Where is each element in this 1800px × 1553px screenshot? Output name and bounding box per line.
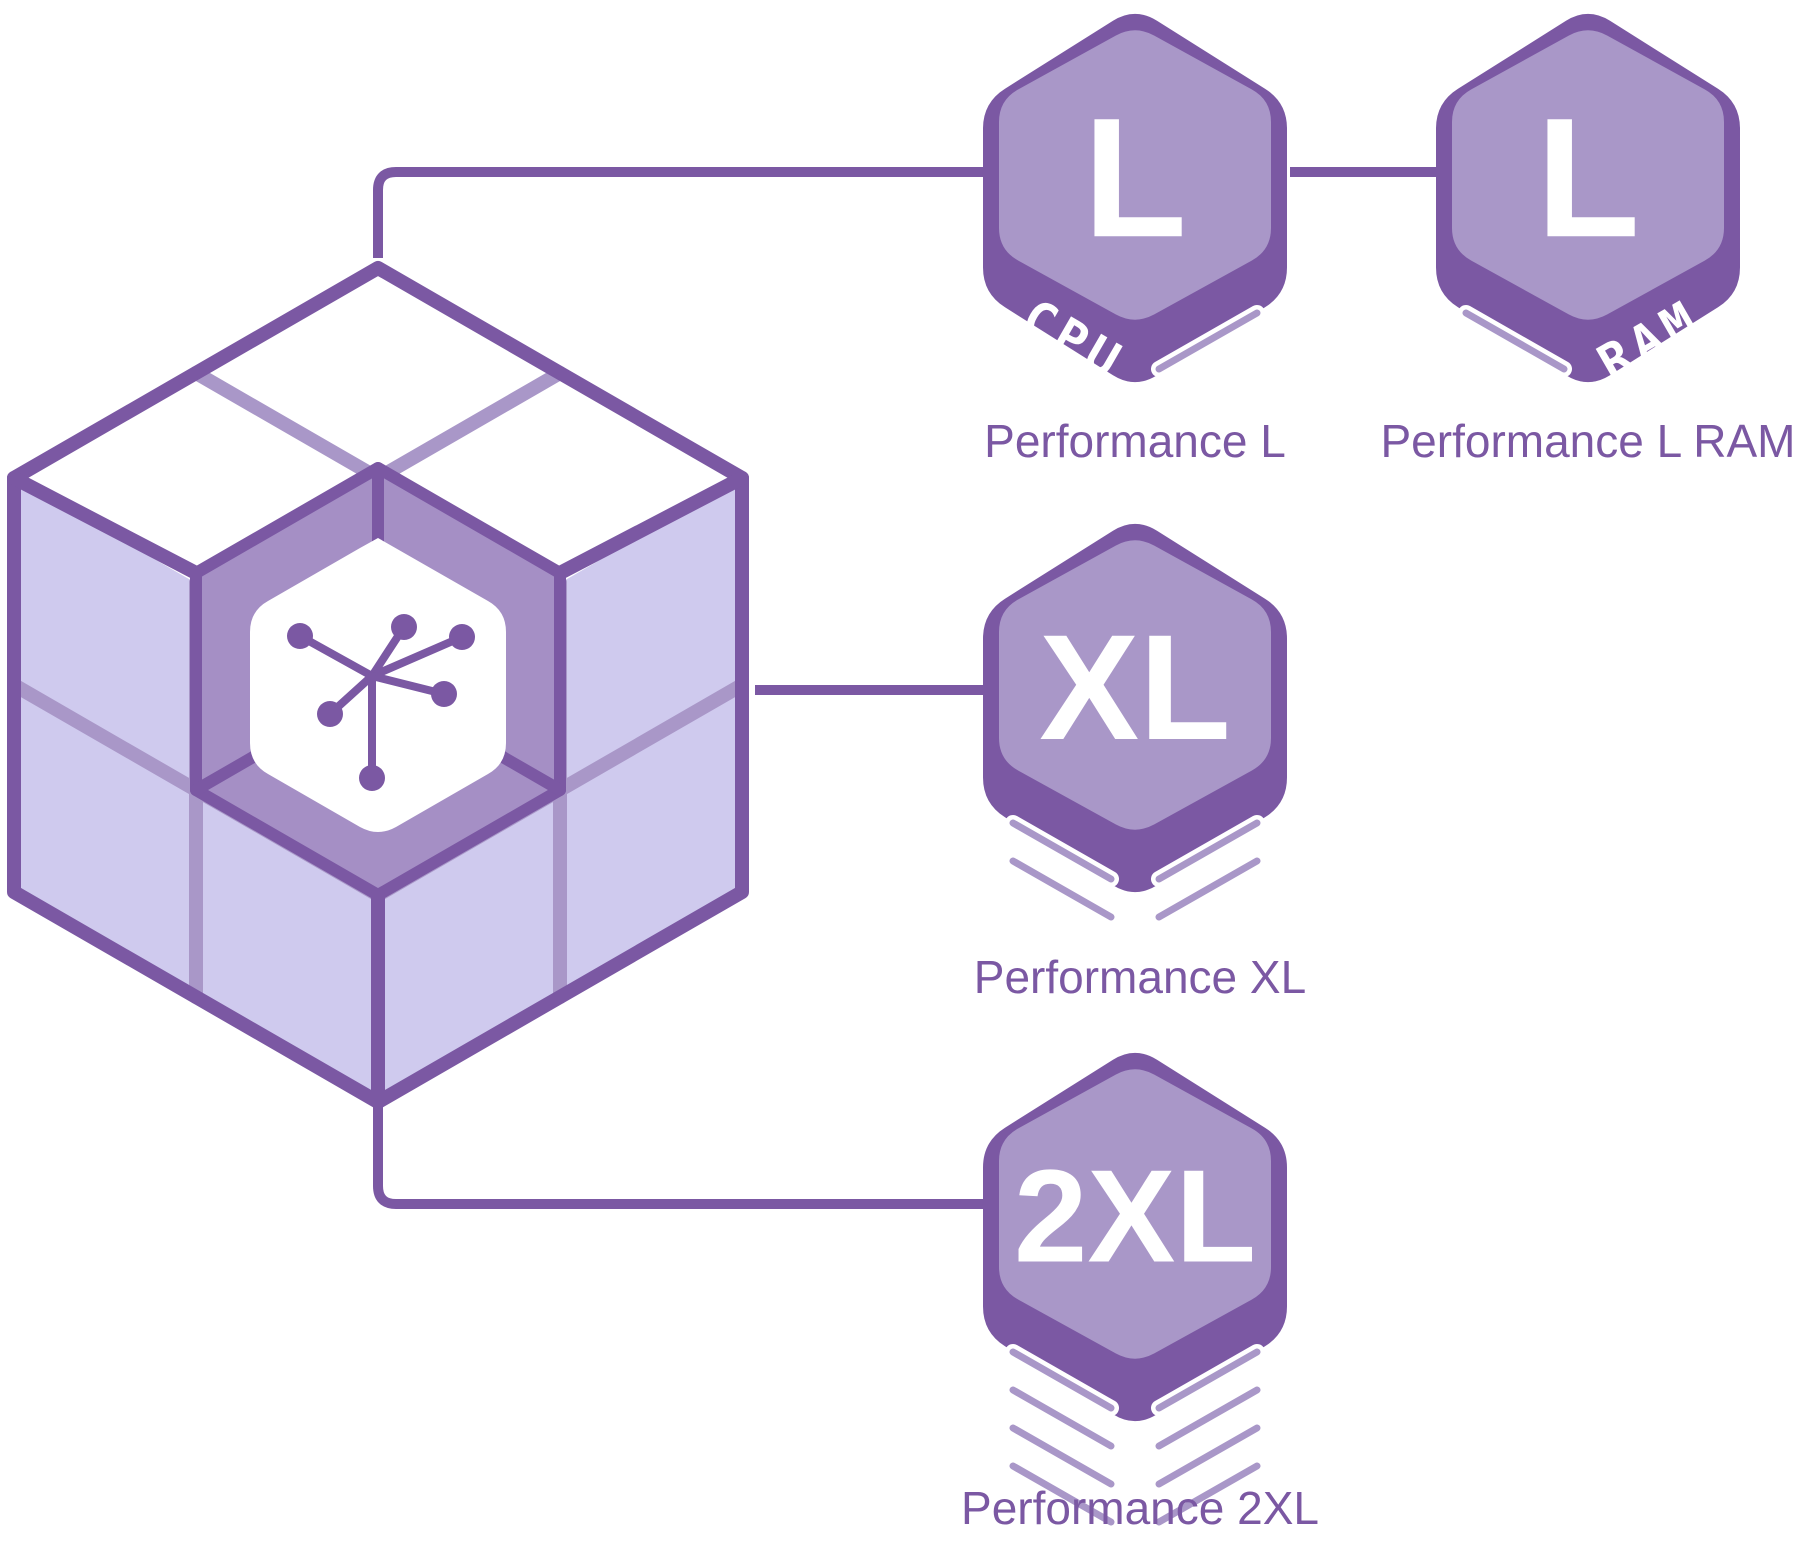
badge-caption: Performance 2XL: [961, 1482, 1319, 1534]
badge-caption: Performance XL: [974, 951, 1306, 1003]
badge-size-label: L: [1083, 83, 1187, 273]
badge-face: [999, 1069, 1271, 1359]
badge-size-label: L: [1536, 83, 1640, 273]
badge-perf-xl: XL Performance XL: [974, 523, 1306, 1003]
badge-size-label: XL: [1039, 603, 1231, 771]
badge-face: [999, 30, 1271, 320]
network-nodes-icon: [250, 538, 506, 832]
connector-to-perf-2xl: [373, 1102, 985, 1209]
cube-hub: [7, 261, 749, 1109]
badge-perf-2xl: 2XL Performance 2XL: [961, 1052, 1319, 1534]
badge-face: [1452, 30, 1724, 320]
connector-to-perf-l: [373, 167, 985, 258]
badge-caption: Performance L: [984, 415, 1286, 467]
badge-face: [999, 540, 1271, 830]
badge-size-label: 2XL: [1014, 1143, 1256, 1290]
connectors: [373, 167, 1440, 1209]
badge-caption: Performance L RAM: [1381, 415, 1796, 467]
